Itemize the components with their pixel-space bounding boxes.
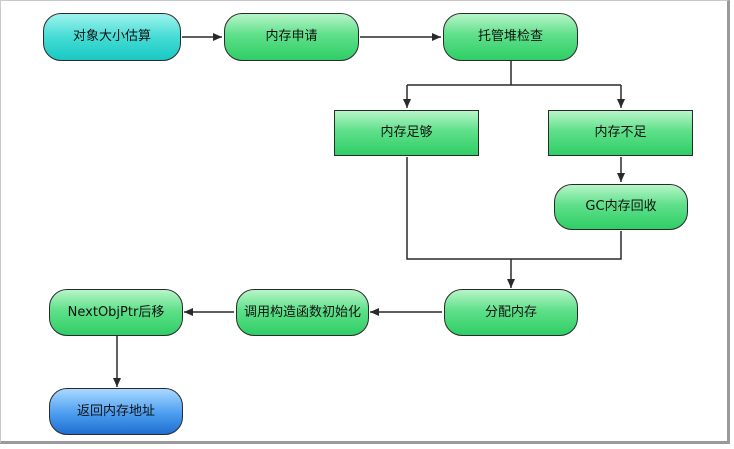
node-call-constructor: 调用构造函数初始化 bbox=[236, 289, 369, 336]
node-return-address: 返回内存地址 bbox=[49, 388, 183, 435]
node-memory-enough: 内存足够 bbox=[334, 110, 479, 156]
node-nextobjptr-advance: NextObjPtr后移 bbox=[49, 289, 183, 336]
node-gc-collect: GC内存回收 bbox=[554, 184, 688, 230]
node-memory-request: 内存申请 bbox=[224, 13, 359, 61]
node-managed-heap-check: 托管堆检查 bbox=[443, 13, 578, 61]
node-allocate-memory: 分配内存 bbox=[444, 289, 578, 336]
node-object-size-estimate: 对象大小估算 bbox=[43, 13, 181, 61]
edge-enough-merge bbox=[406, 157, 622, 260]
edge-heapcheck-split bbox=[407, 61, 621, 86]
node-memory-insufficient: 内存不足 bbox=[548, 110, 693, 156]
